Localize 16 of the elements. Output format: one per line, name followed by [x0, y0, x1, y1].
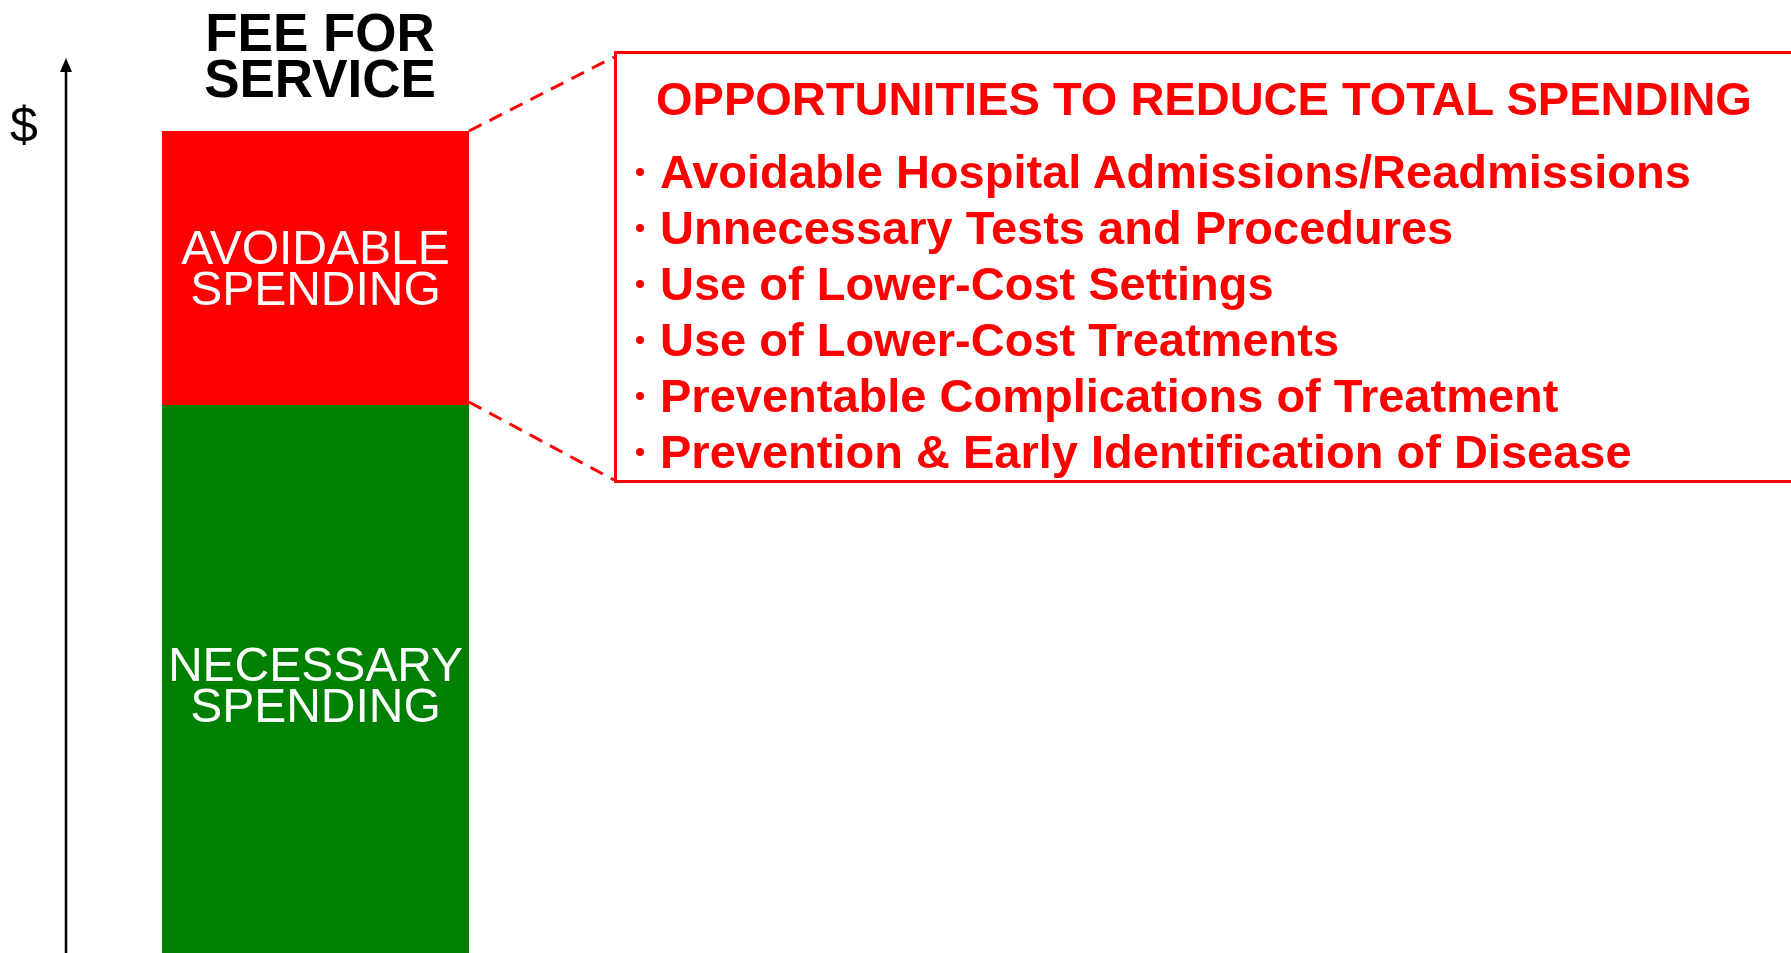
dashed-connector	[468, 55, 615, 133]
bullet-item: Use of Lower-Cost Settings	[660, 256, 1274, 312]
callout-heading: OPPORTUNITIES TO REDUCE TOTAL SPENDING	[656, 71, 1753, 127]
bullet-item: Use of Lower-Cost Treatments	[660, 312, 1340, 368]
bullet-item: Unnecessary Tests and Procedures	[660, 200, 1454, 256]
axis-label: $	[10, 96, 38, 154]
bar-label: NECESSARY SPENDING	[166, 643, 465, 727]
dashed-connector	[468, 400, 615, 482]
bullet-item: Preventable Complications of Treatment	[660, 368, 1559, 424]
bar-label: AVOIDABLE SPENDING	[180, 226, 451, 310]
bullet-item: Prevention & Early Identification of Disease	[660, 424, 1632, 480]
avoidable-spending-bar	[162, 131, 469, 405]
callout-box	[614, 51, 1791, 483]
chart-title: FEE FOR SERVICE	[203, 10, 437, 102]
bullet-item: Avoidable Hospital Admissions/Readmissions	[660, 144, 1691, 200]
necessary-spending-bar	[162, 405, 469, 953]
